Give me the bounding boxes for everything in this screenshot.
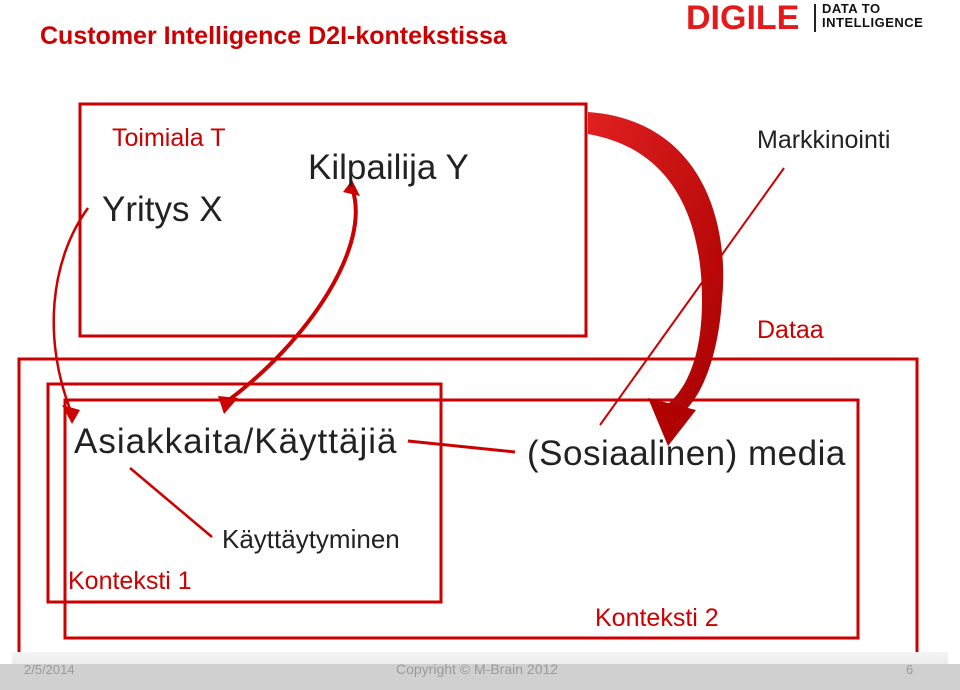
asiakkaita-media-connector <box>407 439 516 454</box>
logo-tagline: DATA TO INTELLIGENCE <box>822 2 932 30</box>
toimiala-to-media-arrow <box>588 112 724 415</box>
label-dataa: Dataa <box>757 316 824 344</box>
label-konteksti1: Konteksti 1 <box>68 567 192 595</box>
label-konteksti2: Konteksti 2 <box>595 604 719 632</box>
label-markkinointi: Markkinointi <box>757 126 891 154</box>
yritys-arrowhead <box>62 405 80 424</box>
footer-page-number: 6 <box>906 662 914 677</box>
kilpailija-arrow-tail <box>343 180 360 196</box>
footer-bar <box>0 664 960 690</box>
kayttaytyminen-connector <box>129 467 213 538</box>
logo-tagline-line1: DATA TO <box>822 1 881 16</box>
logo-tagline-line2: INTELLIGENCE <box>822 15 924 30</box>
label-toimiala: Toimiala T <box>112 124 226 152</box>
label-media: (Sosiaalinen) media <box>527 434 846 473</box>
kilpailija-to-asiakkaita-arrow <box>223 187 358 405</box>
footer-copyright: Copyright © M-Brain 2012 <box>396 661 559 677</box>
konteksti2-box <box>63 398 860 640</box>
logo-separator <box>814 4 816 32</box>
markkinointi-line <box>599 167 785 426</box>
footer-date: 2/5/2014 <box>24 662 75 677</box>
label-asiakkaita: Asiakkaita/Käyttäjiä <box>74 422 398 461</box>
konteksti1-box <box>46 382 443 604</box>
logo-wordmark: DIGILE <box>686 0 800 37</box>
label-kilpailija: Kilpailija Y <box>308 148 469 187</box>
yritys-to-asiakkaita-arrow <box>52 207 90 415</box>
slide-title: Customer Intelligence D2I-kontekstissa <box>40 22 507 50</box>
kilpailija-arrowhead <box>218 396 238 414</box>
label-kayttaytyminen: Käyttäytyminen <box>222 524 400 554</box>
outer-context-box <box>17 357 919 659</box>
media-arrowhead <box>648 398 696 446</box>
label-yritys: Yritys X <box>102 190 223 229</box>
